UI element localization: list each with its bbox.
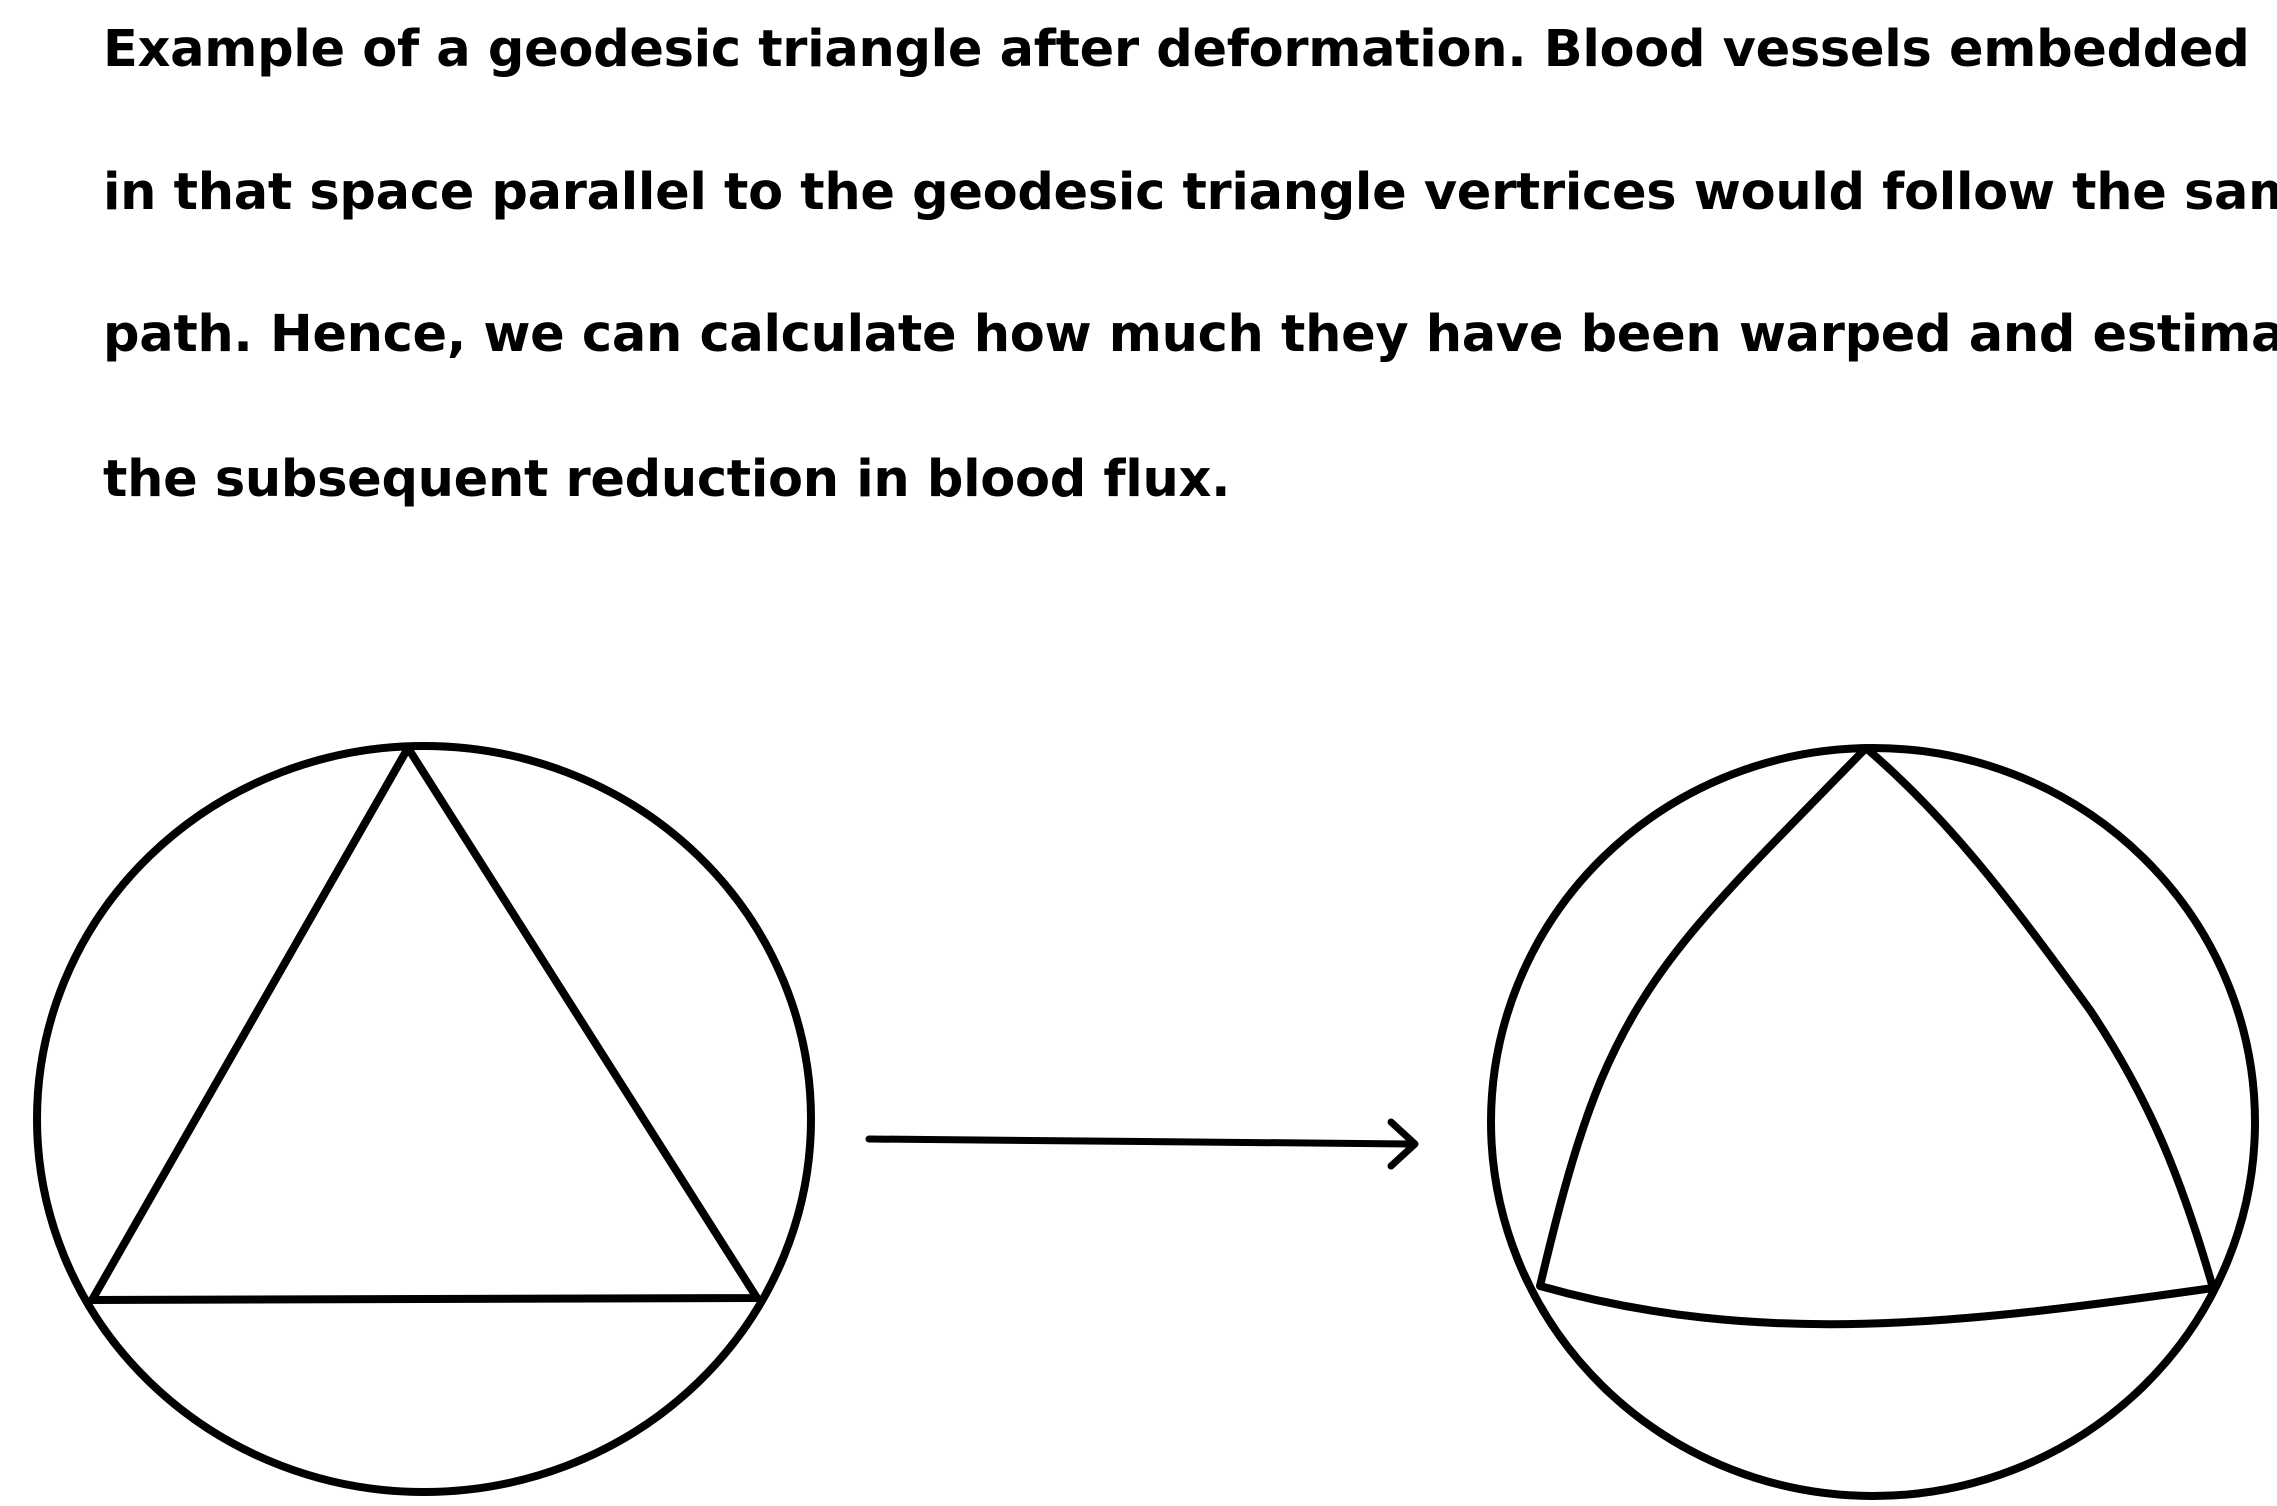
caption-line-4: the subsequent reduction in blood flux. [103,450,1231,509]
circle-after [1487,744,2259,1500]
circle-before [33,742,815,1496]
caption-line-1: Example of a geodesic triangle after def… [103,20,2250,79]
caption-line-3: path. Hence, we can calculate how much t… [103,305,2277,364]
panel-before [33,742,815,1496]
straight-triangle [88,744,761,1304]
arrow-head [1387,1118,1419,1170]
arrow-shaft [865,1135,1417,1148]
caption-line-2: in that space parallel to the geodesic t… [103,163,2277,222]
panel-after [1487,744,2259,1500]
transformation-arrow [865,1118,1419,1170]
curved-triangle [1536,744,2217,1329]
